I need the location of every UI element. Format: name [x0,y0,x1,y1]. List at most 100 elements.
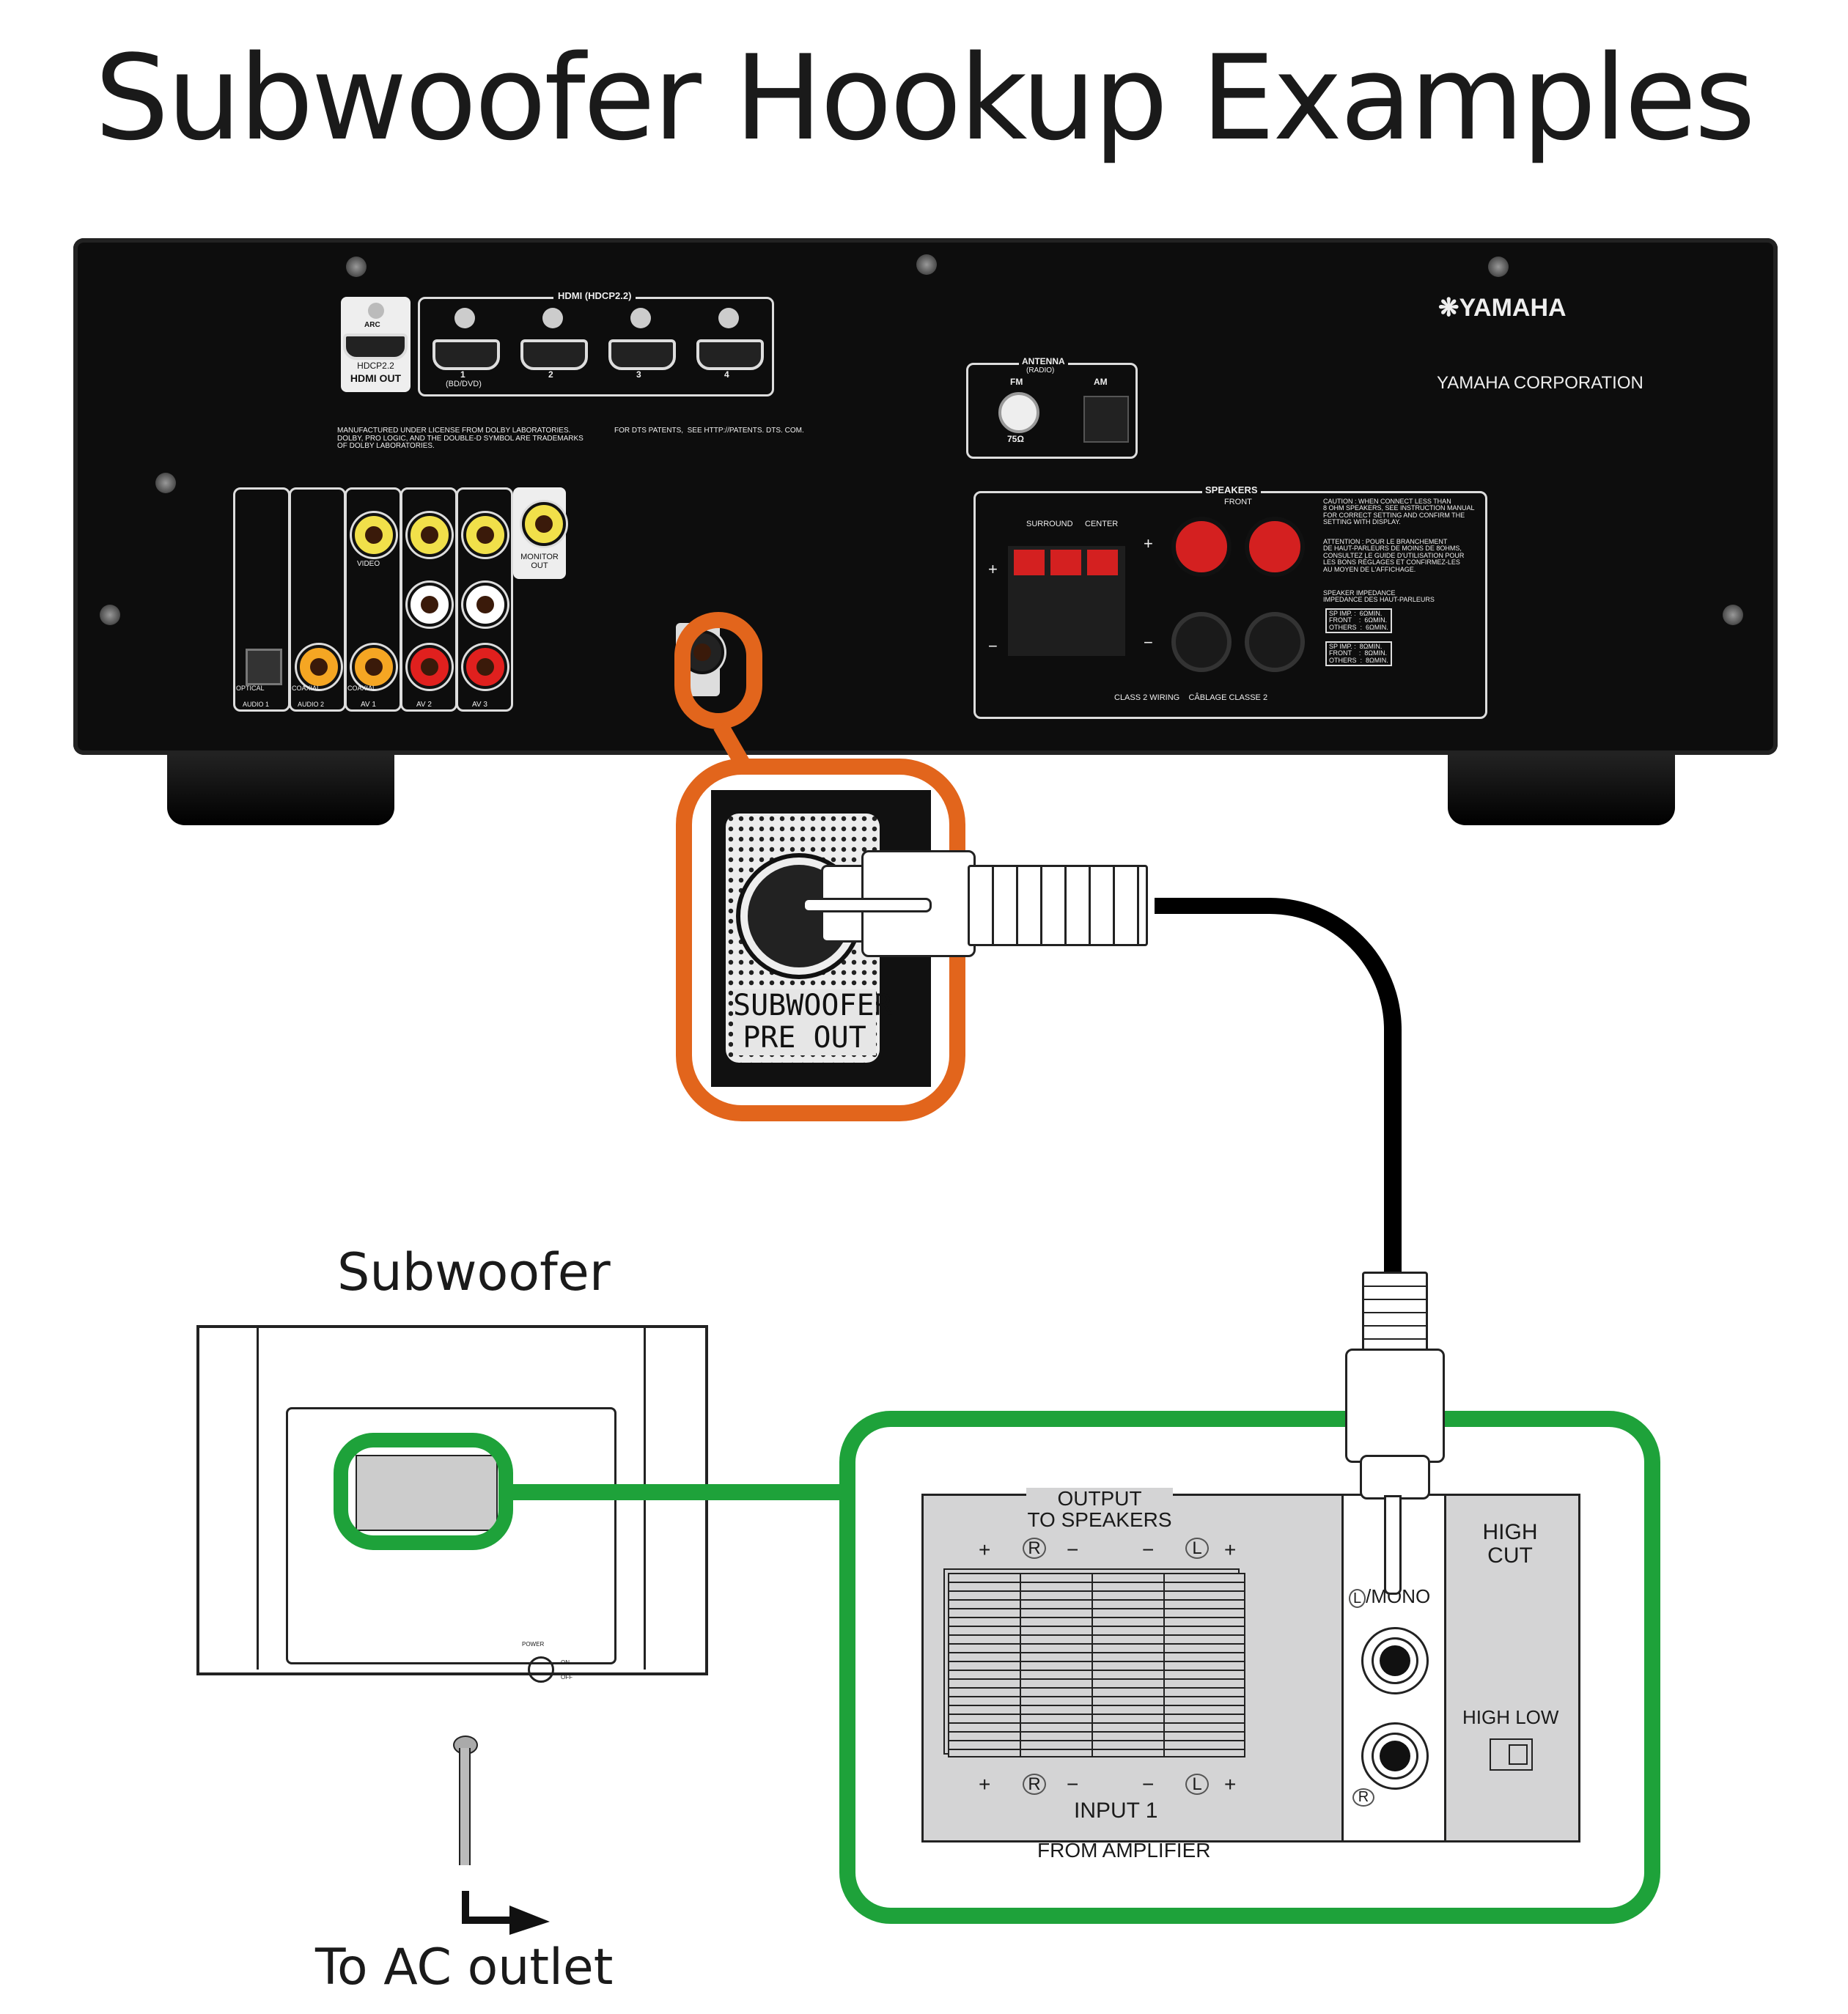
terminal-highlight-ring [334,1433,513,1550]
receiver-foot [1448,755,1675,825]
monitor-out-label: MONITOR OUT [520,553,559,570]
hdmi-input-label: 2 [548,369,553,380]
front-l-plus-binding-post[interactable] [1245,517,1305,577]
from-amplifier-label: FROM AMPLIFIER [1037,1839,1211,1862]
am-antenna-terminal[interactable] [1083,396,1129,443]
hdmi-input-label: 1 [460,369,465,380]
subwoofer-rear-panel [286,1407,616,1664]
right-channel-badge: R [1023,1774,1046,1796]
page-title: Subwoofer Hookup Examples [95,29,1756,166]
terminal-input-l-minus[interactable] [1092,1661,1174,1757]
hdmi-input-4[interactable] [696,339,764,370]
high-cut-panel [1444,1494,1580,1843]
hdmi-input-2[interactable] [520,339,588,370]
screw-icon [368,303,384,319]
receiver-back-panel: ARC HDCP2.2 HDMI OUT HDMI (HDCP2.2) 1 (B… [73,238,1778,755]
speaker-terminal-block [943,1568,1245,1757]
hdmi-input-3[interactable] [608,339,676,370]
high-cut-label: HIGH CUT [1482,1520,1538,1568]
plus-label: + [979,1773,991,1796]
speakers-label: SPEAKERS [1202,485,1261,495]
input2-r-jack[interactable] [1361,1722,1429,1790]
subwoofer-cable-segment [1384,1048,1402,1275]
front-l-minus-binding-post[interactable] [1245,612,1305,672]
speaker-impedance-title: SPEAKER IMPEDANCE IMPEDANCE DES HAUT-PAR… [1323,589,1435,604]
left-channel-badge: L [1185,1538,1209,1560]
audio-l-jack-av3[interactable] [463,583,507,627]
hdmi-input-sublabel: (BD/DVD) [446,380,482,388]
plus-label: + [1144,534,1153,553]
screw-icon [155,473,176,493]
coaxial-jack-av1[interactable] [352,645,396,689]
high-low-label: HIGH LOW [1462,1706,1559,1728]
hdmi-input-1[interactable] [432,339,500,370]
audio-l-jack-av2[interactable] [408,583,452,627]
video-jack-av3[interactable] [463,513,507,557]
minus-label: − [1144,633,1153,652]
pre-out-closeup-label: SUBWOOFER PRE OUT [733,989,892,1055]
rca-plug-tip [1360,1455,1430,1500]
terminal-output-r-plus[interactable] [948,1573,1030,1670]
ac-outlet-label: To AC outlet [315,1939,614,1996]
plus-label: + [1224,1538,1237,1561]
video-jack-av1[interactable] [352,513,396,557]
audio2-label: AUDIO 2 [298,701,325,708]
terminal-output-l-minus[interactable] [1092,1573,1174,1670]
corporation-label: YAMAHA CORPORATION [1437,373,1643,393]
antenna-label: ANTENNA [1019,357,1068,366]
dolby-notice: MANUFACTURED UNDER LICENSE FROM DOLBY LA… [337,427,584,450]
screw-icon [630,308,651,328]
surround-label: SURROUND [1026,520,1073,528]
arrow-right-icon [462,1891,550,1935]
input2-l-mono-jack[interactable] [1361,1627,1429,1694]
front-r-plus-binding-post[interactable] [1171,517,1232,577]
high-low-switch[interactable] [1490,1738,1533,1771]
hdmi-out-port[interactable]: ARC HDCP2.2 HDMI OUT [341,297,411,392]
terminal-lever[interactable] [1014,550,1045,575]
power-on-label: ON [561,1659,570,1666]
hdmi-group-label: HDMI (HDCP2.2) [553,291,636,301]
power-label: POWER [522,1641,545,1648]
screw-icon [454,308,475,328]
coaxial-jack-audio2[interactable] [297,645,341,689]
class2-wiring-label: CLASS 2 WIRING CÂBLAGE CLASSE 2 [1114,693,1268,702]
front-r-minus-binding-post[interactable] [1171,612,1232,672]
rca-plug-strain-relief [968,865,1148,946]
pre-out-highlight-ring [674,612,762,729]
hdcp-label: HDCP2.2 [357,361,394,371]
fm-impedance-label: 75Ω [1007,434,1024,444]
hdmi-out-label: HDMI OUT [350,372,402,384]
fm-antenna-port[interactable] [998,392,1039,433]
av3-group [456,487,513,712]
monitor-out-jack[interactable] [522,502,566,546]
screw-icon [1723,605,1743,625]
terminal-input-r-plus[interactable] [948,1661,1030,1757]
screw-icon [1488,257,1509,277]
fm-label: FM [1010,377,1023,387]
power-off-label: OFF [561,1674,573,1681]
power-button[interactable] [528,1656,554,1683]
terminal-output-l-plus[interactable] [1163,1573,1245,1670]
terminal-input-l-plus[interactable] [1163,1661,1245,1757]
arc-label: ARC [364,321,380,329]
rca-plug-body[interactable] [1345,1349,1445,1463]
rca-plug-strain-relief [1362,1272,1428,1357]
terminal-input-r-minus[interactable] [1020,1661,1102,1757]
output-to-speakers-label: OUTPUT TO SPEAKERS [1026,1487,1173,1532]
minus-label: − [1067,1773,1079,1796]
surround-center-terminals[interactable] [1008,546,1125,656]
video-jack-av2[interactable] [408,513,452,557]
rca-plug-pin [803,898,932,912]
input1-label: INPUT 1 [1074,1799,1158,1823]
subwoofer-label: Subwoofer [337,1242,611,1302]
optical-port[interactable] [246,649,282,685]
left-channel-badge: L [1349,1589,1366,1608]
coaxial-label: COAXIAL [292,685,321,692]
terminal-output-r-minus[interactable] [1020,1573,1102,1670]
terminal-lever[interactable] [1050,550,1081,575]
screw-icon [542,308,563,328]
terminal-lever[interactable] [1087,550,1118,575]
audio-r-jack-av3[interactable] [463,645,507,689]
attention-notice: ATTENTION : POUR LE BRANCHEMENT DE HAUT-… [1323,538,1465,573]
audio-r-jack-av2[interactable] [408,645,452,689]
